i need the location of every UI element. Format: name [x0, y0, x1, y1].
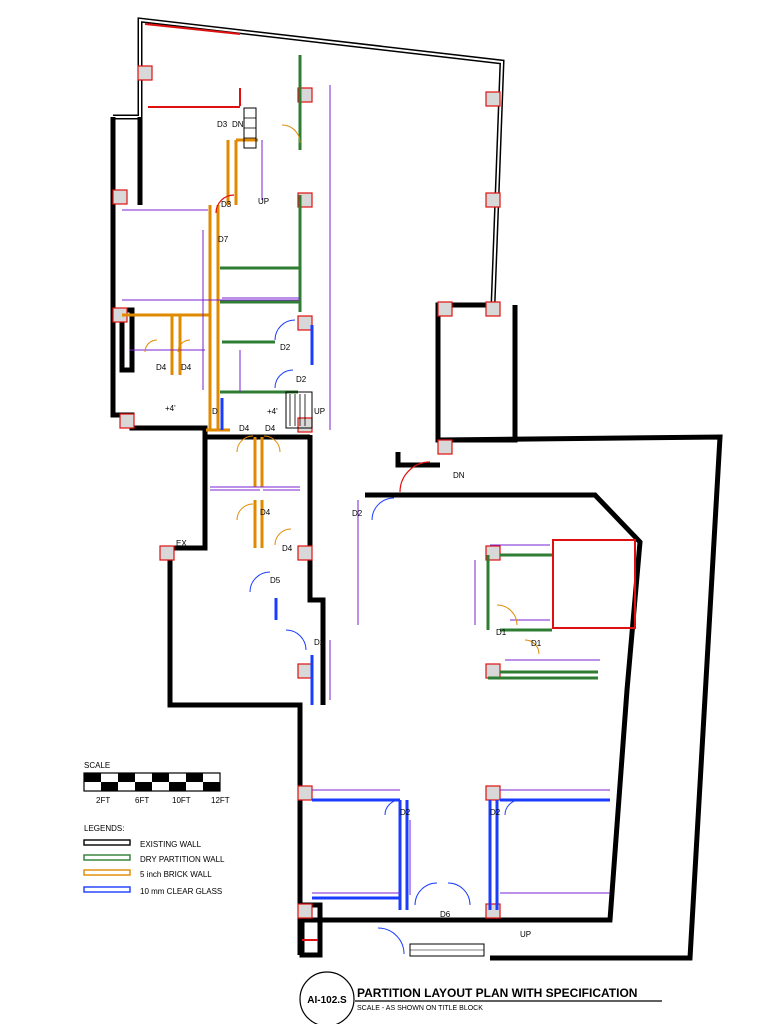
legend-swatch-brick	[83, 869, 131, 876]
legend-label: 10 mm CLEAR GLASS	[140, 887, 222, 896]
door-tag: D2	[400, 808, 411, 817]
clear-glass	[220, 325, 610, 910]
door-tag: D2	[296, 375, 307, 384]
dry-partition-walls	[220, 55, 598, 680]
exit-tag: EX	[176, 539, 187, 548]
direction-tag: UP	[258, 197, 269, 206]
direction-tag: UP	[314, 407, 325, 416]
sheet-number: AI-102.S	[307, 995, 347, 1006]
legend-swatch-existing	[83, 839, 131, 846]
door-swings	[144, 124, 540, 955]
scale-tick: 12FT	[211, 796, 230, 805]
legend-label: EXISTING WALL	[140, 840, 202, 849]
door-tag: D1	[496, 628, 507, 637]
door-tag: D4	[282, 544, 293, 553]
scale-tick: 10FT	[172, 796, 191, 805]
door-tag: D6	[440, 910, 451, 919]
drawing-title: PARTITION LAYOUT PLAN WITH SPECIFICATION	[357, 986, 637, 1000]
door-tag: D4	[239, 424, 250, 433]
direction-tag: DN	[232, 120, 244, 129]
direction-tag: UP	[520, 930, 531, 939]
door-tag: D3	[217, 120, 228, 129]
door-tag: D7	[218, 235, 229, 244]
legend: LEGENDS: EXISTING WALL DRY PARTITION WAL…	[83, 824, 225, 896]
door-tag: D2	[280, 343, 291, 352]
door-tag: D2	[314, 638, 325, 647]
door-tag: D1	[531, 639, 542, 648]
sheet-number-bubble	[299, 971, 355, 1024]
legend-swatch-dry	[83, 854, 131, 861]
door-tag: D2	[352, 509, 363, 518]
title-block: AI-102.S PARTITION LAYOUT PLAN WITH SPEC…	[299, 971, 662, 1024]
scale-bar: SCALE 2FT 6FT 10FT 12FT	[83, 761, 230, 805]
legend-label: DRY PARTITION WALL	[140, 855, 225, 864]
legend-swatch-glass	[83, 886, 131, 893]
door-tag: D4	[265, 424, 276, 433]
door-tag: D2	[490, 808, 501, 817]
door-tag: D4	[156, 363, 167, 372]
door-tag: D4	[181, 363, 192, 372]
door-tag: D5	[270, 576, 281, 585]
existing-walls	[110, 17, 723, 961]
door-tag: D4	[260, 508, 271, 517]
dimension-lines	[122, 85, 610, 895]
scale-label: SCALE	[84, 761, 110, 770]
level-tag: +4'	[267, 407, 278, 416]
legend-label: 5 inch BRICK WALL	[140, 870, 212, 879]
red-highlights	[144, 23, 636, 941]
door-tag: D	[212, 407, 218, 416]
direction-tag: DN	[453, 471, 465, 480]
drawing-subtitle: SCALE - AS SHOWN ON TITLE BLOCK	[357, 1005, 483, 1012]
scale-tick: 2FT	[96, 796, 110, 805]
door-tag: D3	[221, 200, 232, 209]
door-tags: D3 DN D3 UP D7 D2 D2 D4 D4 +4' D +4' UP …	[156, 120, 542, 939]
level-tag: +4'	[165, 404, 176, 413]
scale-tick: 6FT	[135, 796, 149, 805]
stair-cores	[243, 107, 485, 957]
legend-heading: LEGENDS:	[84, 824, 124, 833]
